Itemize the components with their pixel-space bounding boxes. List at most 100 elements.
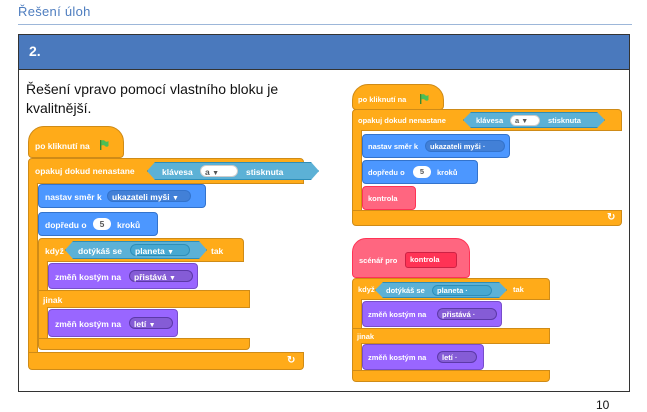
costume-dropdown[interactable]: letí ▼ bbox=[129, 317, 173, 329]
touching-target-dropdown[interactable]: planeta · bbox=[432, 285, 492, 296]
dropdown-arrow-icon: · bbox=[454, 355, 458, 362]
repeat-until-footer: ↻ bbox=[28, 352, 304, 370]
repeat-until-label: opakuj dokud nenastane bbox=[358, 116, 446, 125]
switch-costume-label: změň kostým na bbox=[368, 310, 427, 319]
switch-costume-flying-block[interactable]: změň kostým na letí · bbox=[362, 344, 484, 370]
switch-costume-label: změň kostým na bbox=[368, 353, 427, 362]
dropdown-arrow-icon: ▼ bbox=[521, 118, 529, 125]
task-description: Řešení vpravo pomocí vlastního bloku je … bbox=[26, 81, 279, 116]
dropdown-arrow-icon: · bbox=[482, 144, 486, 151]
move-steps-input[interactable]: 5 bbox=[413, 166, 431, 178]
key-prefix: klávesa bbox=[476, 116, 504, 125]
if-label: když bbox=[45, 246, 64, 256]
then-label: tak bbox=[211, 246, 224, 256]
else-arm bbox=[38, 307, 48, 339]
move-steps-input[interactable]: 5 bbox=[93, 218, 111, 230]
if-label: když bbox=[358, 285, 375, 294]
key-dropdown[interactable]: a ▼ bbox=[510, 115, 540, 126]
repeat-until-footer: ↻ bbox=[352, 210, 622, 226]
costume-dropdown[interactable]: přistává ▼ bbox=[129, 270, 193, 282]
point-target-value: ukazateli myši bbox=[112, 192, 170, 202]
key-value: a bbox=[205, 167, 210, 177]
key-suffix: stisknuta bbox=[548, 116, 581, 125]
else-section: jinak bbox=[352, 328, 550, 344]
key-dropdown[interactable]: a ▼ bbox=[200, 165, 238, 177]
green-flag-icon bbox=[100, 140, 109, 150]
switch-costume-landing-block[interactable]: změň kostým na přistává · bbox=[362, 301, 502, 327]
if-arm bbox=[38, 261, 48, 291]
point-target-value: ukazateli myši bbox=[430, 142, 481, 151]
define-name: kontrola bbox=[410, 255, 440, 264]
define-name-slot: kontrola bbox=[405, 252, 457, 268]
repeat-until-block[interactable]: opakuj dokud nenastane klávesa a ▼ stisk… bbox=[28, 158, 304, 184]
when-flag-label: po kliknutí na bbox=[35, 141, 90, 151]
point-towards-block[interactable]: nastav směr k ukazateli myši ▼ bbox=[38, 184, 206, 208]
point-target-dropdown[interactable]: ukazateli myši · bbox=[425, 140, 505, 152]
dropdown-arrow-icon: ▼ bbox=[212, 170, 220, 177]
dropdown-arrow-icon: · bbox=[465, 288, 468, 295]
point-towards-block[interactable]: nastav směr k ukazateli myši · bbox=[362, 134, 510, 158]
page-number: 10 bbox=[596, 398, 610, 412]
touching-target-value: planeta bbox=[437, 286, 464, 295]
repeat-until-label: opakuj dokud nenastane bbox=[35, 166, 135, 176]
repeat-until-arm bbox=[28, 183, 38, 357]
task-header-bar: 2. bbox=[18, 34, 630, 70]
key-suffix: stisknuta bbox=[246, 167, 284, 177]
loop-arrow-icon: ↻ bbox=[287, 355, 296, 366]
touching-label: dotýkáš se bbox=[386, 286, 425, 295]
move-suffix: kroků bbox=[437, 168, 458, 177]
dropdown-arrow-icon: ▼ bbox=[168, 275, 176, 282]
key-pressed-sensing[interactable]: klávesa a ▼ stisknuta bbox=[147, 162, 319, 180]
if-else-block[interactable]: když dotýkáš se planeta · tak bbox=[352, 278, 550, 300]
touching-sensing[interactable]: dotýkáš se planeta · bbox=[375, 282, 507, 298]
if-arm bbox=[352, 299, 362, 329]
if-else-block[interactable]: když dotýkáš se planeta ▼ tak bbox=[38, 238, 244, 262]
when-flag-hat-block[interactable]: po kliknutí na bbox=[28, 126, 124, 158]
if-else-footer bbox=[352, 370, 550, 382]
task-number: 2. bbox=[29, 43, 41, 59]
switch-costume-landing-block[interactable]: změň kostým na přistává ▼ bbox=[48, 263, 198, 289]
section-title: Řešení úloh bbox=[18, 4, 91, 19]
dropdown-arrow-icon: ▼ bbox=[167, 249, 175, 256]
switch-costume-label: změň kostým na bbox=[55, 319, 122, 329]
point-target-dropdown[interactable]: ukazateli myši ▼ bbox=[107, 190, 191, 202]
costume-value: přistává bbox=[442, 310, 471, 319]
loop-arrow-icon: ↻ bbox=[607, 212, 616, 223]
touching-target-value: planeta bbox=[135, 246, 165, 256]
costume-dropdown[interactable]: letí · bbox=[437, 351, 477, 363]
define-label: scénář pro bbox=[359, 256, 398, 265]
touching-label: dotýkáš se bbox=[78, 246, 122, 256]
key-value: a bbox=[515, 116, 520, 125]
green-flag-icon bbox=[420, 94, 429, 104]
costume-dropdown[interactable]: přistává · bbox=[437, 308, 497, 320]
else-section: jinak bbox=[38, 290, 250, 308]
dropdown-arrow-icon: ▼ bbox=[172, 195, 179, 202]
switch-costume-label: změň kostým na bbox=[55, 272, 122, 282]
touching-target-dropdown[interactable]: planeta ▼ bbox=[130, 244, 190, 256]
move-steps-block[interactable]: dopředu o 5 kroků bbox=[362, 160, 478, 184]
touching-sensing[interactable]: dotýkáš se planeta ▼ bbox=[65, 241, 207, 259]
dropdown-arrow-icon: ▼ bbox=[148, 322, 156, 329]
if-else-footer bbox=[38, 338, 250, 350]
then-label: tak bbox=[513, 285, 524, 294]
custom-block-call-label: kontrola bbox=[368, 194, 398, 203]
switch-costume-flying-block[interactable]: změň kostým na letí ▼ bbox=[48, 309, 178, 337]
dropdown-arrow-icon: · bbox=[472, 312, 476, 319]
key-pressed-sensing[interactable]: klávesa a ▼ stisknuta bbox=[463, 112, 605, 128]
header-divider bbox=[18, 24, 632, 25]
when-flag-hat-block[interactable]: po kliknutí na bbox=[352, 84, 444, 110]
else-label: jinak bbox=[357, 332, 375, 341]
costume-value: letí bbox=[134, 319, 147, 329]
costume-value: letí bbox=[442, 353, 453, 362]
repeat-until-arm bbox=[352, 130, 362, 214]
when-flag-label: po kliknutí na bbox=[358, 95, 407, 104]
costume-value: přistává bbox=[134, 272, 167, 282]
move-suffix: kroků bbox=[117, 220, 141, 230]
define-custom-block[interactable]: scénář pro kontrola bbox=[352, 238, 470, 278]
custom-block-call[interactable]: kontrola bbox=[362, 186, 416, 210]
point-towards-label: nastav směr k bbox=[368, 142, 419, 151]
move-steps-block[interactable]: dopředu o 5 kroků bbox=[38, 212, 158, 236]
repeat-until-block[interactable]: opakuj dokud nenastane klávesa a ▼ stisk… bbox=[352, 109, 622, 131]
point-towards-label: nastav směr k bbox=[45, 192, 102, 202]
move-prefix: dopředu o bbox=[45, 220, 87, 230]
